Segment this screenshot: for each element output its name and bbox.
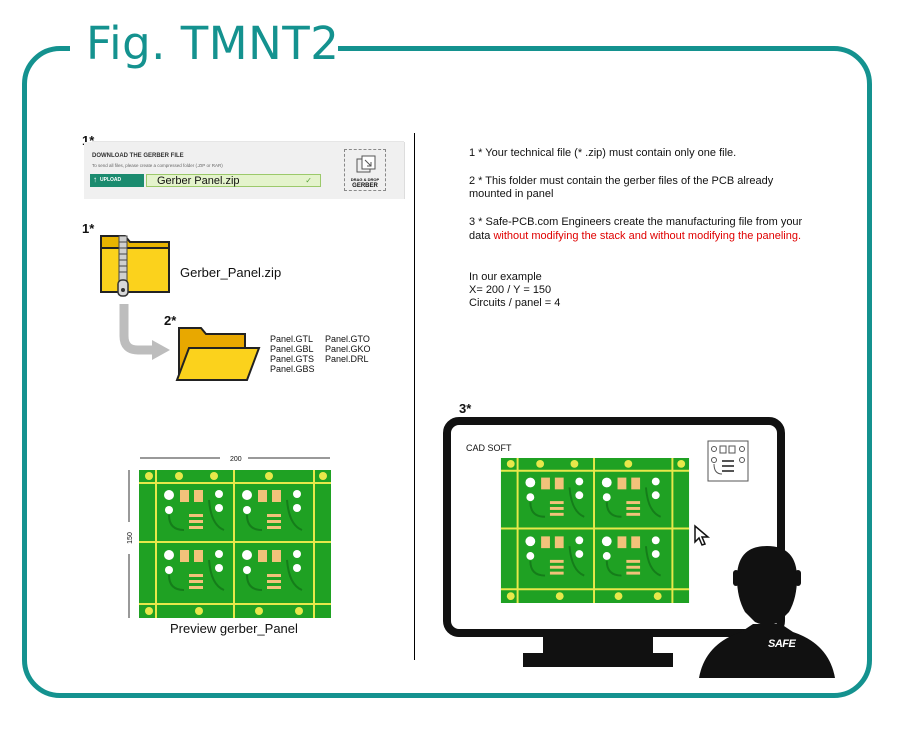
drop-file-icon <box>356 155 376 173</box>
check-icon: ✓ <box>305 176 312 185</box>
example-xy: X= 200 / Y = 150 <box>469 284 552 296</box>
uploaded-file-field: Gerber Panel.zip ✓ <box>146 174 321 187</box>
height-dimension-label: 150 <box>126 532 134 544</box>
step-mark-folder: 2* <box>164 313 177 328</box>
gerber-file: Panel.GBL <box>270 344 314 354</box>
note-3-line1: 3 * Safe-PCB.com Engineers create the ma… <box>469 216 803 228</box>
note-3-line2: data without modifying the stack and wit… <box>469 230 801 243</box>
figure-title: Fig. TMNT2 <box>86 17 340 70</box>
cad-app-label: CAD SOFT <box>466 443 512 453</box>
uploaded-file-name: Gerber Panel.zip <box>157 175 240 187</box>
preview-caption: Preview gerber_Panel <box>170 621 298 636</box>
title-background <box>70 14 338 74</box>
step-mark-zip: 1* <box>82 221 95 236</box>
gerber-file-list-2: Panel.GTO Panel.GKO Panel.DRL <box>325 334 371 364</box>
pcb-panel-onscreen <box>500 458 690 603</box>
vertical-divider <box>414 133 415 660</box>
width-dimension-label: 200 <box>230 456 242 463</box>
example-title: In our example <box>469 271 542 283</box>
gerber-file: Panel.GTO <box>325 334 370 344</box>
cursor-icon <box>694 524 711 546</box>
gerber-file: Panel.GTS <box>270 354 315 364</box>
zip-file-label: Gerber_Panel.zip <box>180 265 282 280</box>
zip-folder-icon <box>100 235 170 297</box>
upload-subtext: To send all files, please create a compr… <box>92 163 223 168</box>
gerber-file: Panel.GBS <box>270 364 315 374</box>
drag-drop-zone[interactable]: DRAG & DROP GERBER <box>344 149 386 191</box>
note-2-line1: 2 * This folder must contain the gerber … <box>469 175 774 187</box>
note-2-line2: mounted in panel <box>469 188 554 200</box>
upload-heading: DOWNLOAD THE GERBER FILE <box>92 153 184 159</box>
pcb-panel-preview <box>139 470 331 618</box>
upload-button[interactable]: UPLOAD <box>90 173 144 187</box>
gerber-file-list-1: Panel.GTL Panel.GBL Panel.GTS Panel.GBS <box>270 334 315 374</box>
note-3-highlight: without modifying the stack and without … <box>493 230 802 242</box>
pcb-thumbnail-icon <box>707 440 749 482</box>
width-dimension-line <box>140 457 330 459</box>
upload-widget: DOWNLOAD THE GERBER FILE To send all fil… <box>84 142 405 199</box>
example-circuits: Circuits / panel = 4 <box>469 297 561 309</box>
drop-label-line2: GERBER <box>352 183 378 189</box>
height-dimension-line <box>128 470 130 618</box>
curved-arrow-icon <box>119 304 170 360</box>
figure-frame <box>22 46 872 698</box>
shirt-logo: SAFE <box>768 638 796 650</box>
gerber-file: Panel.GKO <box>325 344 371 354</box>
step-mark-screen: 3* <box>459 401 472 416</box>
open-folder-icon <box>175 327 261 381</box>
gerber-file: Panel.DRL <box>325 354 369 364</box>
note-1: 1 * Your technical file (* .zip) must co… <box>469 147 737 159</box>
engineer-silhouette-icon <box>699 546 835 678</box>
note-3-plain: data <box>469 230 494 242</box>
drop-label-line1: DRAG & DROP <box>350 177 380 182</box>
gerber-file: Panel.GTL <box>270 334 314 344</box>
